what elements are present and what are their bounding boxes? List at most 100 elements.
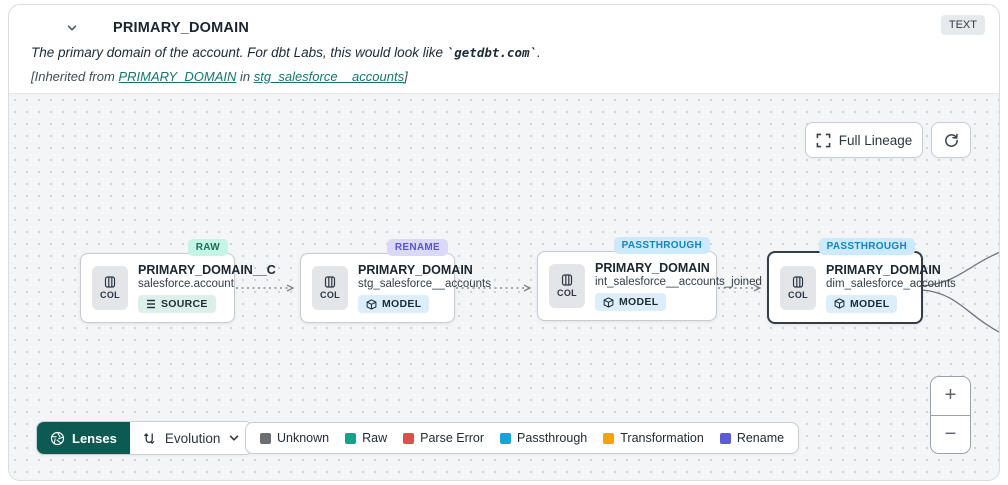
column-chip: COL bbox=[92, 266, 128, 310]
column-header: PRIMARY_DOMAIN TEXT The primary domain o… bbox=[9, 5, 999, 94]
lineage-card: PRIMARY_DOMAIN TEXT The primary domain o… bbox=[8, 4, 1000, 481]
node-kind-badge: MODEL bbox=[595, 293, 667, 311]
column-type-badge: TEXT bbox=[940, 15, 985, 35]
column-description: The primary domain of the account. For d… bbox=[31, 45, 541, 60]
chevron-down-icon bbox=[230, 435, 239, 441]
node-kind-badge: MODEL bbox=[358, 295, 430, 313]
node-body: COL PRIMARY_DOMAIN int_salesforce__accou… bbox=[538, 252, 762, 320]
column-icon bbox=[561, 274, 573, 286]
node-column-name: PRIMARY_DOMAIN bbox=[358, 263, 473, 277]
legend-swatch bbox=[403, 432, 415, 444]
refresh-icon bbox=[943, 132, 960, 149]
legend-label: Passthrough bbox=[517, 431, 588, 445]
node-model-name: int_salesforce__accounts_joined bbox=[595, 276, 762, 288]
node-kind-badge: SOURCE bbox=[138, 295, 216, 313]
lens-selector[interactable]: Evolution bbox=[130, 422, 253, 454]
node-kind-label: MODEL bbox=[619, 296, 659, 308]
legend-item: Unknown bbox=[260, 431, 329, 445]
legend-label: Parse Error bbox=[420, 431, 485, 445]
lineage-canvas[interactable]: Full Lineage RAW COL PRIMARY_DOMAIN__C bbox=[9, 94, 999, 480]
legend-swatch bbox=[260, 432, 271, 444]
lineage-node-int[interactable]: PASSTHROUGH COL PRIMARY_DOMAIN int_sales… bbox=[537, 237, 762, 321]
description-code: `getdbt.com` bbox=[446, 45, 538, 60]
node-text: PRIMARY_DOMAIN__C salesforce.account SOU… bbox=[138, 263, 276, 313]
legend-label: Raw bbox=[362, 431, 388, 445]
inherited-note: [Inherited from PRIMARY_DOMAIN in stg_sa… bbox=[31, 69, 408, 84]
node-column-name: PRIMARY_DOMAIN__C bbox=[138, 263, 276, 277]
node-text: PRIMARY_DOMAIN dim_salesforce_accounts M… bbox=[826, 263, 956, 313]
expand-icon bbox=[816, 133, 831, 148]
evolution-legend: Unknown Raw Parse Error Passthrough Tran… bbox=[245, 422, 800, 454]
collapse-chevron-icon[interactable] bbox=[61, 17, 83, 39]
column-icon bbox=[104, 276, 116, 288]
lenses-control: Lenses Evolution bbox=[36, 421, 254, 455]
inherited-model-link[interactable]: stg_salesforce__accounts bbox=[253, 69, 405, 84]
evolution-badge: PASSTHROUGH bbox=[613, 237, 710, 254]
node-kind-label: MODEL bbox=[382, 298, 422, 310]
column-icon bbox=[324, 276, 336, 288]
legend-item: Passthrough bbox=[500, 431, 587, 445]
legend-item: Parse Error bbox=[403, 431, 484, 445]
zoom-in-button[interactable]: + bbox=[931, 377, 970, 416]
lineage-node-stg[interactable]: RENAME COL PRIMARY_DOMAIN stg_salesforce… bbox=[300, 239, 491, 323]
lenses-label: Lenses bbox=[72, 430, 117, 446]
refresh-button[interactable] bbox=[931, 122, 971, 158]
legend-item: Rename bbox=[719, 431, 785, 445]
lenses-button[interactable]: Lenses bbox=[37, 422, 130, 454]
lineage-edges bbox=[236, 251, 999, 333]
zoom-out-button[interactable]: − bbox=[931, 415, 970, 453]
model-cube-icon bbox=[366, 298, 377, 310]
full-lineage-label: Full Lineage bbox=[838, 132, 913, 148]
node-model-name: stg_salesforce__accounts bbox=[358, 278, 491, 290]
node-body: COL PRIMARY_DOMAIN__C salesforce.account… bbox=[81, 254, 276, 322]
node-kind-badge: MODEL bbox=[826, 294, 898, 313]
inherited-column-link[interactable]: PRIMARY_DOMAIN bbox=[118, 69, 237, 84]
evolution-badge: RENAME bbox=[386, 239, 448, 256]
node-body: COL PRIMARY_DOMAIN stg_salesforce__accou… bbox=[301, 254, 491, 322]
description-text: The primary domain of the account. For d… bbox=[31, 45, 447, 60]
node-column-name: PRIMARY_DOMAIN bbox=[826, 262, 941, 277]
legend-swatch bbox=[500, 432, 512, 444]
legend-swatch bbox=[345, 432, 357, 444]
node-kind-label: MODEL bbox=[850, 297, 890, 310]
evolution-badge: RAW bbox=[187, 239, 228, 256]
legend-swatch bbox=[719, 432, 731, 444]
lineage-node-dim-selected[interactable]: PASSTHROUGH COL PRIMARY_DOMAIN dim_sales… bbox=[767, 238, 956, 324]
node-kind-label: SOURCE bbox=[161, 298, 208, 310]
page-title: PRIMARY_DOMAIN bbox=[113, 20, 249, 36]
column-icon bbox=[792, 275, 804, 288]
node-column-name: PRIMARY_DOMAIN bbox=[595, 261, 710, 275]
legend-item: Transformation bbox=[603, 431, 704, 445]
node-text: PRIMARY_DOMAIN stg_salesforce__accounts … bbox=[358, 263, 491, 313]
node-model-name: salesforce.account bbox=[138, 278, 234, 290]
inherited-suffix: ] bbox=[404, 69, 408, 84]
description-period: . bbox=[537, 45, 541, 60]
node-body: COL PRIMARY_DOMAIN dim_salesforce_accoun… bbox=[769, 253, 956, 322]
evolution-icon bbox=[143, 432, 155, 444]
evolution-badge: PASSTHROUGH bbox=[818, 238, 915, 255]
legend-item: Raw bbox=[345, 431, 387, 445]
col-chip-label: COL bbox=[557, 288, 577, 298]
source-icon bbox=[147, 299, 155, 309]
column-chip: COL bbox=[312, 266, 348, 310]
lineage-node-source[interactable]: RAW COL PRIMARY_DOMAIN__C salesforce.acc… bbox=[80, 239, 276, 323]
full-lineage-button[interactable]: Full Lineage bbox=[805, 122, 923, 158]
column-chip: COL bbox=[780, 265, 816, 310]
legend-label: Transformation bbox=[620, 431, 704, 445]
inherited-prefix: [Inherited from bbox=[31, 69, 119, 84]
title-row: PRIMARY_DOMAIN bbox=[61, 17, 249, 39]
col-chip-label: COL bbox=[320, 290, 340, 300]
model-cube-icon bbox=[603, 296, 614, 308]
lens-selected-label: Evolution bbox=[164, 430, 221, 446]
legend-swatch bbox=[603, 432, 615, 444]
legend-label: Unknown bbox=[277, 431, 330, 445]
node-model-name: dim_salesforce_accounts bbox=[826, 277, 956, 290]
lens-aperture-icon bbox=[50, 431, 65, 445]
model-cube-icon bbox=[834, 298, 845, 309]
node-text: PRIMARY_DOMAIN int_salesforce__accounts_… bbox=[595, 261, 762, 311]
column-chip: COL bbox=[549, 264, 585, 308]
inherited-middle: in bbox=[236, 69, 254, 84]
legend-label: Rename bbox=[736, 431, 785, 445]
col-chip-label: COL bbox=[788, 289, 808, 300]
